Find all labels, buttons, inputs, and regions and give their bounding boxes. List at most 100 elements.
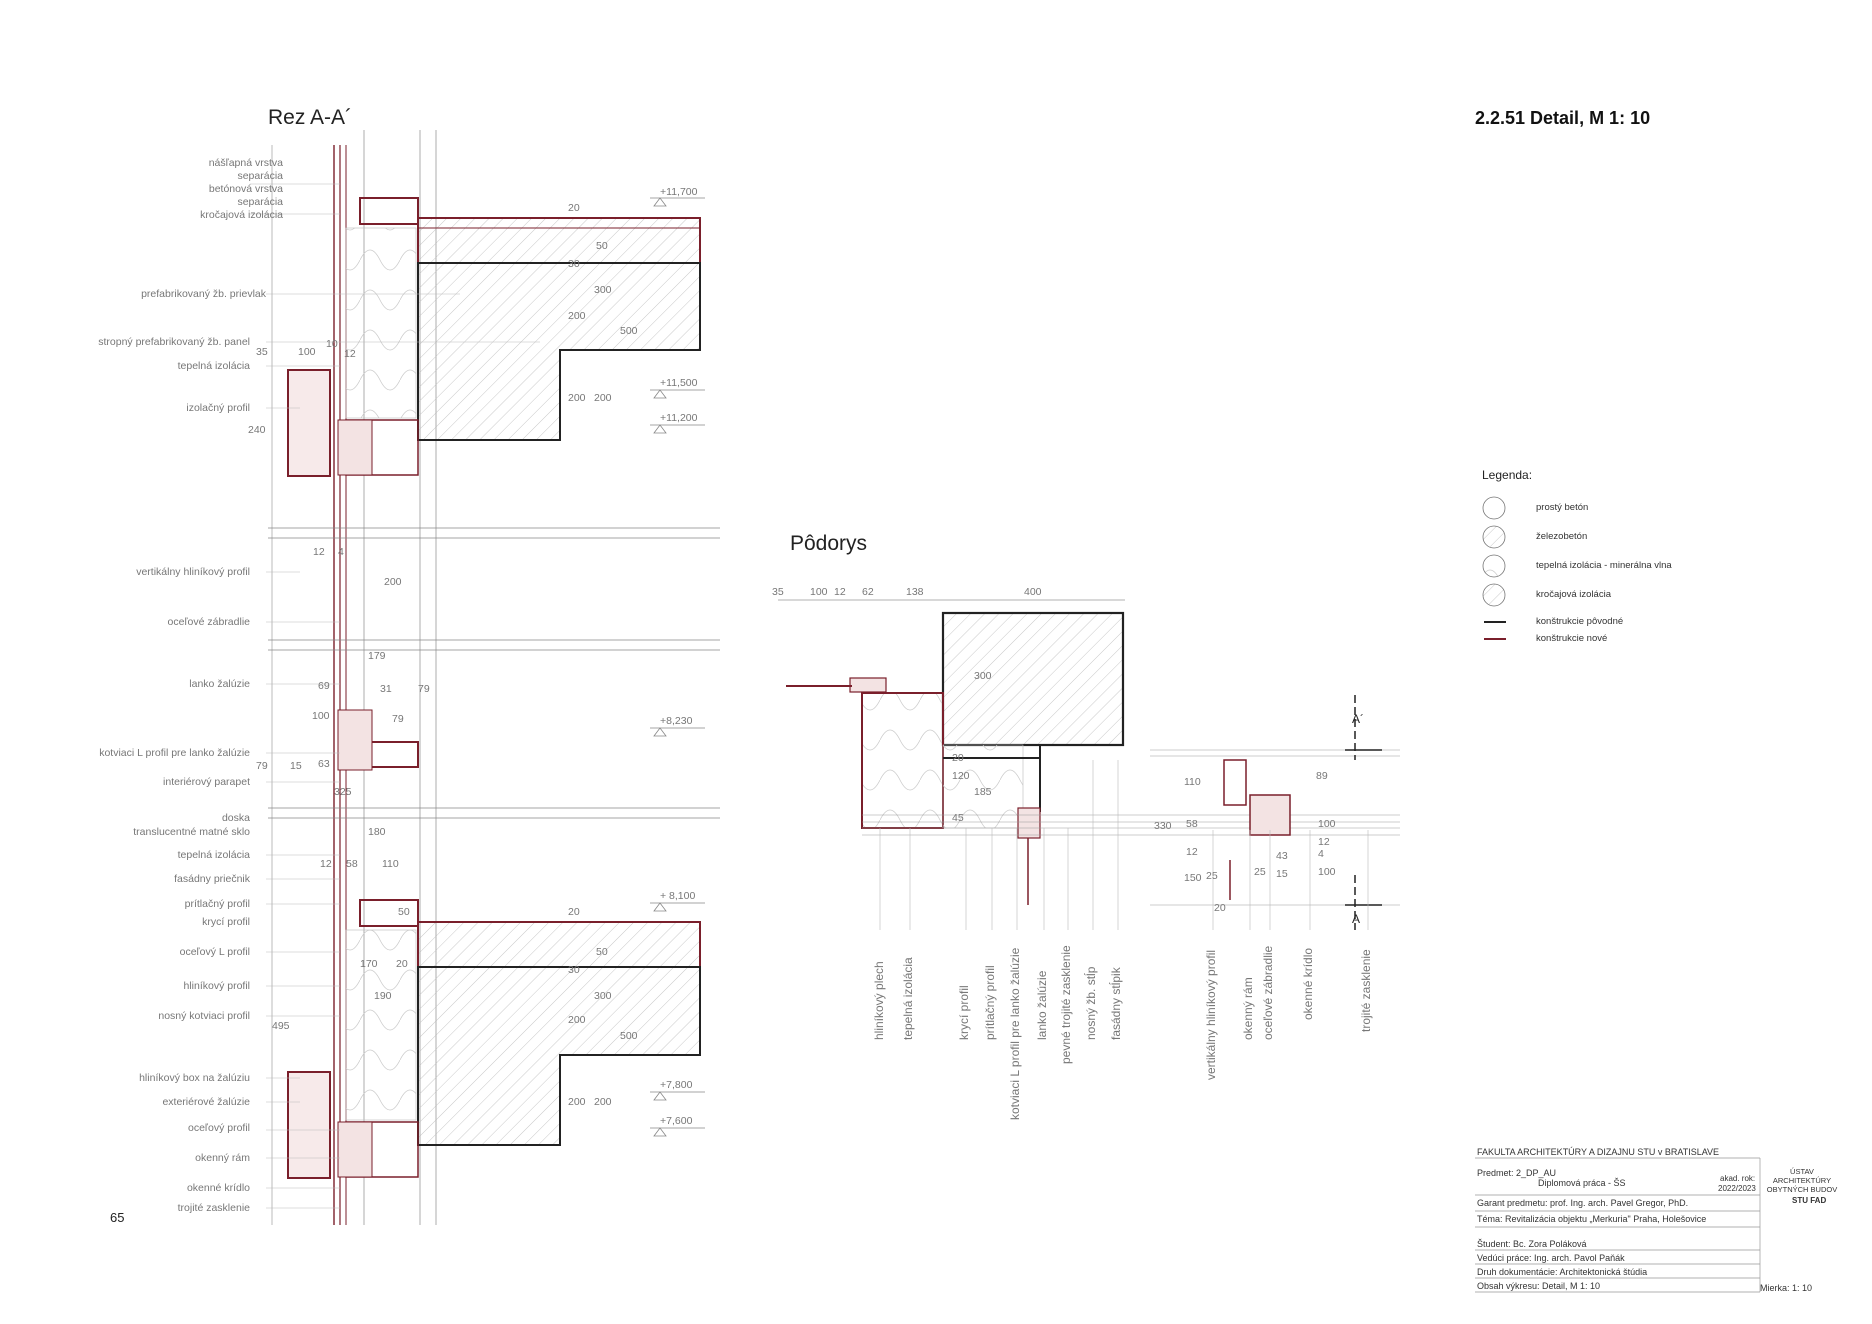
tb-scale: Mierka: 1: 10	[1760, 1283, 1813, 1293]
section-label: oceľový L profil	[179, 946, 250, 958]
plan-label: okenný rám	[1241, 977, 1255, 1040]
section-label: kotviaci L profil pre lanko žalúzie	[99, 747, 250, 759]
section-label: lanko žalúzie	[189, 678, 250, 690]
plan-title: Pôdorys	[790, 532, 868, 555]
dimension-text: 30	[568, 964, 580, 976]
sheet-title: 2.2.51 Detail, M 1: 10	[1475, 108, 1651, 128]
plan-label: tepelná izolácia	[901, 957, 915, 1040]
level-mark: +11,200	[660, 412, 698, 424]
section-label: doska	[221, 812, 250, 824]
section-label: vertikálny hliníkový profil	[136, 566, 250, 578]
plan-label: hliníkový plech	[872, 961, 886, 1040]
dimension-text: 50	[596, 946, 608, 958]
dimension-text: 120	[952, 770, 970, 782]
section-label: stropný prefabrikovaný žb. panel	[98, 336, 250, 348]
dimension-text: 100	[810, 586, 828, 598]
section-label: nášľapná vrstva	[208, 157, 283, 169]
dimension-text: 20	[568, 906, 580, 918]
tb-subject: Predmet: 2_DP_AU	[1477, 1168, 1557, 1178]
dimension-text: 200	[568, 392, 586, 404]
level-mark: +8,230	[660, 715, 693, 727]
tb-year: 2022/2023	[1718, 1184, 1756, 1193]
dimension-text: 79	[392, 713, 404, 725]
dimension-text: 58	[1186, 818, 1198, 830]
plan-label: okenné krídlo	[1301, 947, 1315, 1020]
plan-label: kotviaci L profil pre lanko žalúzie	[1008, 947, 1022, 1120]
dimension-text: 100	[1318, 818, 1336, 830]
section-mark-top: A´	[1352, 712, 1364, 726]
tb-student: Študent: Bc. Zora Poláková	[1477, 1239, 1587, 1249]
legend-item: konštrukcie pôvodné	[1536, 616, 1624, 627]
dimension-text: 300	[594, 990, 612, 1002]
legend-swatches	[1482, 496, 1506, 640]
dimension-text: 10	[326, 338, 338, 350]
level-mark: +7,600	[660, 1115, 693, 1127]
section-label: okenný rám	[195, 1152, 250, 1164]
plan-label: trojité zasklenie	[1359, 949, 1373, 1032]
dimension-text: 330	[1154, 820, 1172, 832]
section-label: prítlačný profil	[184, 898, 250, 910]
legend-item: kročajová izolácia	[1536, 589, 1611, 600]
dimension-text: 20	[1214, 902, 1226, 914]
stu-logo: STU FAD	[1792, 1196, 1827, 1205]
dimension-text: 58	[346, 858, 358, 870]
dimension-text: 200	[594, 392, 612, 404]
legend-title: Legenda:	[1482, 468, 1533, 482]
section-label: exteriérové žalúzie	[162, 1096, 250, 1108]
plan-label: vertikálny hliníkový profil	[1204, 949, 1218, 1080]
section-label: tepelná izolácia	[177, 849, 250, 861]
section-label: oceľový profil	[187, 1122, 250, 1134]
dimension-text: 100	[1318, 866, 1336, 878]
dimension-text: 20	[568, 202, 580, 214]
plan-label: krycí profil	[957, 985, 971, 1040]
dimension-text: 300	[594, 284, 612, 296]
dimension-text: 25	[1206, 870, 1218, 882]
dimension-text: 63	[318, 758, 330, 770]
dimension-text: 200	[568, 1014, 586, 1026]
dimension-text: 170	[360, 958, 378, 970]
section-label: betónová vrstva	[208, 183, 283, 195]
section-label: tepelná izolácia	[177, 360, 250, 372]
dimension-text: 50	[596, 240, 608, 252]
dimension-text: 138	[906, 586, 924, 598]
legend-item: konštrukcie nové	[1536, 633, 1608, 644]
section-label: krycí profil	[202, 916, 250, 928]
section-drawing	[250, 130, 720, 1225]
dimension-text: 325	[334, 786, 352, 798]
section-label: separácia	[237, 170, 283, 182]
tb-subject-sub: Diplomová práca - ŠS	[1538, 1178, 1626, 1188]
dimension-text: 100	[298, 346, 316, 358]
dimension-text: 30	[568, 258, 580, 270]
tb-doc-type: Druh dokumentácie: Architektonická štúdi…	[1477, 1267, 1648, 1277]
level-mark: +11,700	[660, 186, 698, 198]
dimension-text: 500	[620, 1030, 638, 1042]
dimension-text: 45	[952, 812, 964, 824]
dimension-text: 180	[368, 826, 386, 838]
title-block-frame	[1475, 1157, 1761, 1293]
section-label: interiérový parapet	[163, 776, 250, 788]
legend-item: tepelná izolácia - minerálna vlna	[1536, 560, 1672, 571]
dimension-text: 43	[1276, 850, 1288, 862]
plan-label: prítlačný profil	[983, 965, 997, 1040]
dimension-text: 110	[1184, 776, 1201, 788]
dimension-text: 200	[594, 1096, 612, 1108]
page-number: 65	[110, 1210, 125, 1225]
dimension-text: 200	[384, 576, 402, 588]
dimension-text: 200	[568, 310, 586, 322]
plan-label: pevné trojité zasklenie	[1059, 945, 1073, 1064]
section-mark-bottom: A	[1352, 912, 1361, 926]
section-label: nosný kotviaci profil	[158, 1010, 250, 1022]
level-mark: +7,800	[660, 1079, 693, 1091]
section-label: fasádny priečnik	[174, 873, 250, 885]
dimension-text: 89	[1316, 770, 1328, 782]
dimension-text: 12	[313, 546, 325, 558]
tb-institute: ÚSTAV ARCHITEKTÚRY OBYTNÝCH BUDOV	[1766, 1167, 1838, 1194]
section-label: kročajová izolácia	[200, 209, 283, 221]
level-mark: + 8,100	[660, 890, 696, 902]
dimension-text: 179	[368, 650, 386, 662]
dimension-text: 100	[312, 710, 330, 722]
section-label: prefabrikovaný žb. prievlak	[141, 288, 266, 300]
tb-year-label: akad. rok:	[1720, 1174, 1756, 1183]
dimension-text: 12	[834, 586, 846, 598]
dimension-text: 240	[248, 424, 266, 436]
